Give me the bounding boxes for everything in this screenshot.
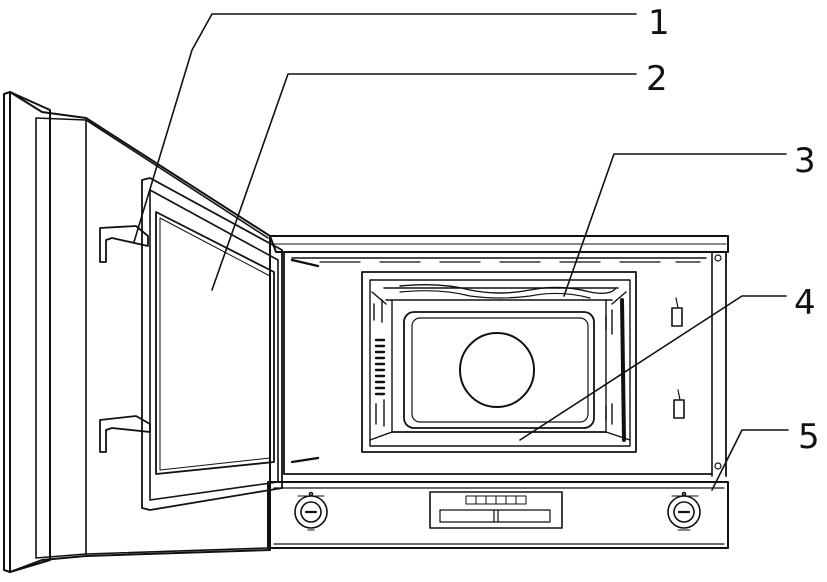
callout-label-4: 4 — [794, 283, 816, 323]
door-hook-upper — [100, 226, 148, 262]
door-window-glass — [156, 212, 274, 474]
oven-door — [4, 92, 282, 572]
oven-cavity — [362, 272, 684, 452]
leader-1 — [134, 14, 636, 242]
door-window-frame — [142, 178, 282, 510]
grill-element — [400, 285, 616, 294]
callout-labels: 1 2 3 4 5 — [646, 3, 820, 457]
side-clip-upper — [672, 308, 682, 326]
callout-label-5: 5 — [798, 417, 820, 457]
left-control-knob[interactable] — [295, 493, 327, 531]
callout-label-1: 1 — [648, 3, 670, 43]
door-inner-rim — [36, 118, 86, 558]
callout-label-3: 3 — [794, 141, 816, 181]
leader-3 — [564, 154, 786, 296]
cavity-left-vents — [376, 340, 384, 394]
cavity-right-vents — [622, 300, 624, 440]
control-panel — [268, 482, 728, 548]
callout-label-2: 2 — [646, 59, 668, 99]
side-clip-lower — [674, 400, 684, 418]
turntable-coupling — [460, 333, 534, 407]
right-control-knob[interactable] — [668, 493, 700, 531]
